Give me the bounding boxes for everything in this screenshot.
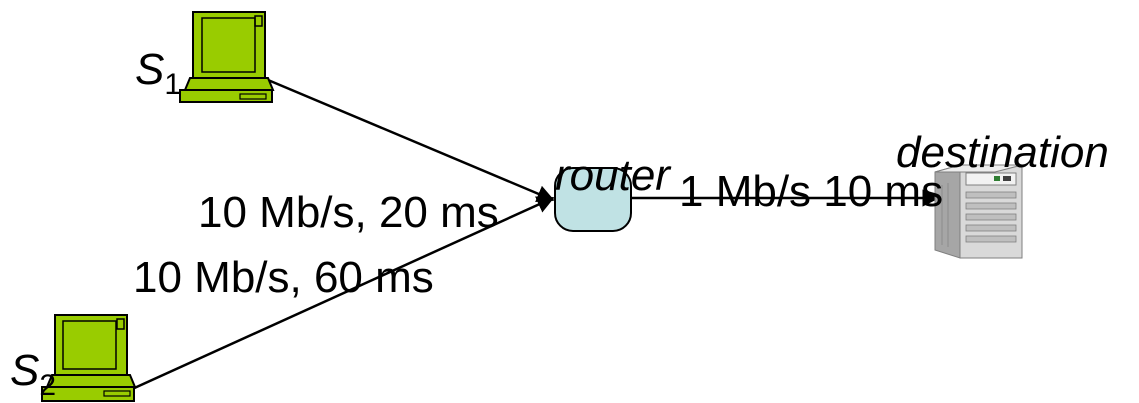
server-icon [934, 164, 1023, 259]
router-node [554, 167, 632, 232]
link-s1-router-label: 10 Mb/s, 20 ms [198, 188, 499, 237]
link-router-destination-label: 1 Mb/s 10 ms [679, 167, 943, 216]
router-label: router [555, 151, 672, 200]
s1-subscript: 1 [164, 68, 181, 101]
s1-label: S1 [135, 45, 181, 101]
laptop-s2-icon [41, 314, 137, 402]
link-s1-router [267, 78, 555, 202]
s2-label: S2 [10, 346, 56, 402]
laptop-s1-icon [179, 11, 275, 103]
link-s2-router-label: 10 Mb/s, 60 ms [133, 253, 434, 302]
link-s2-router [129, 196, 555, 392]
s2-subscript: 2 [39, 369, 56, 402]
destination-label: destination [896, 128, 1109, 177]
